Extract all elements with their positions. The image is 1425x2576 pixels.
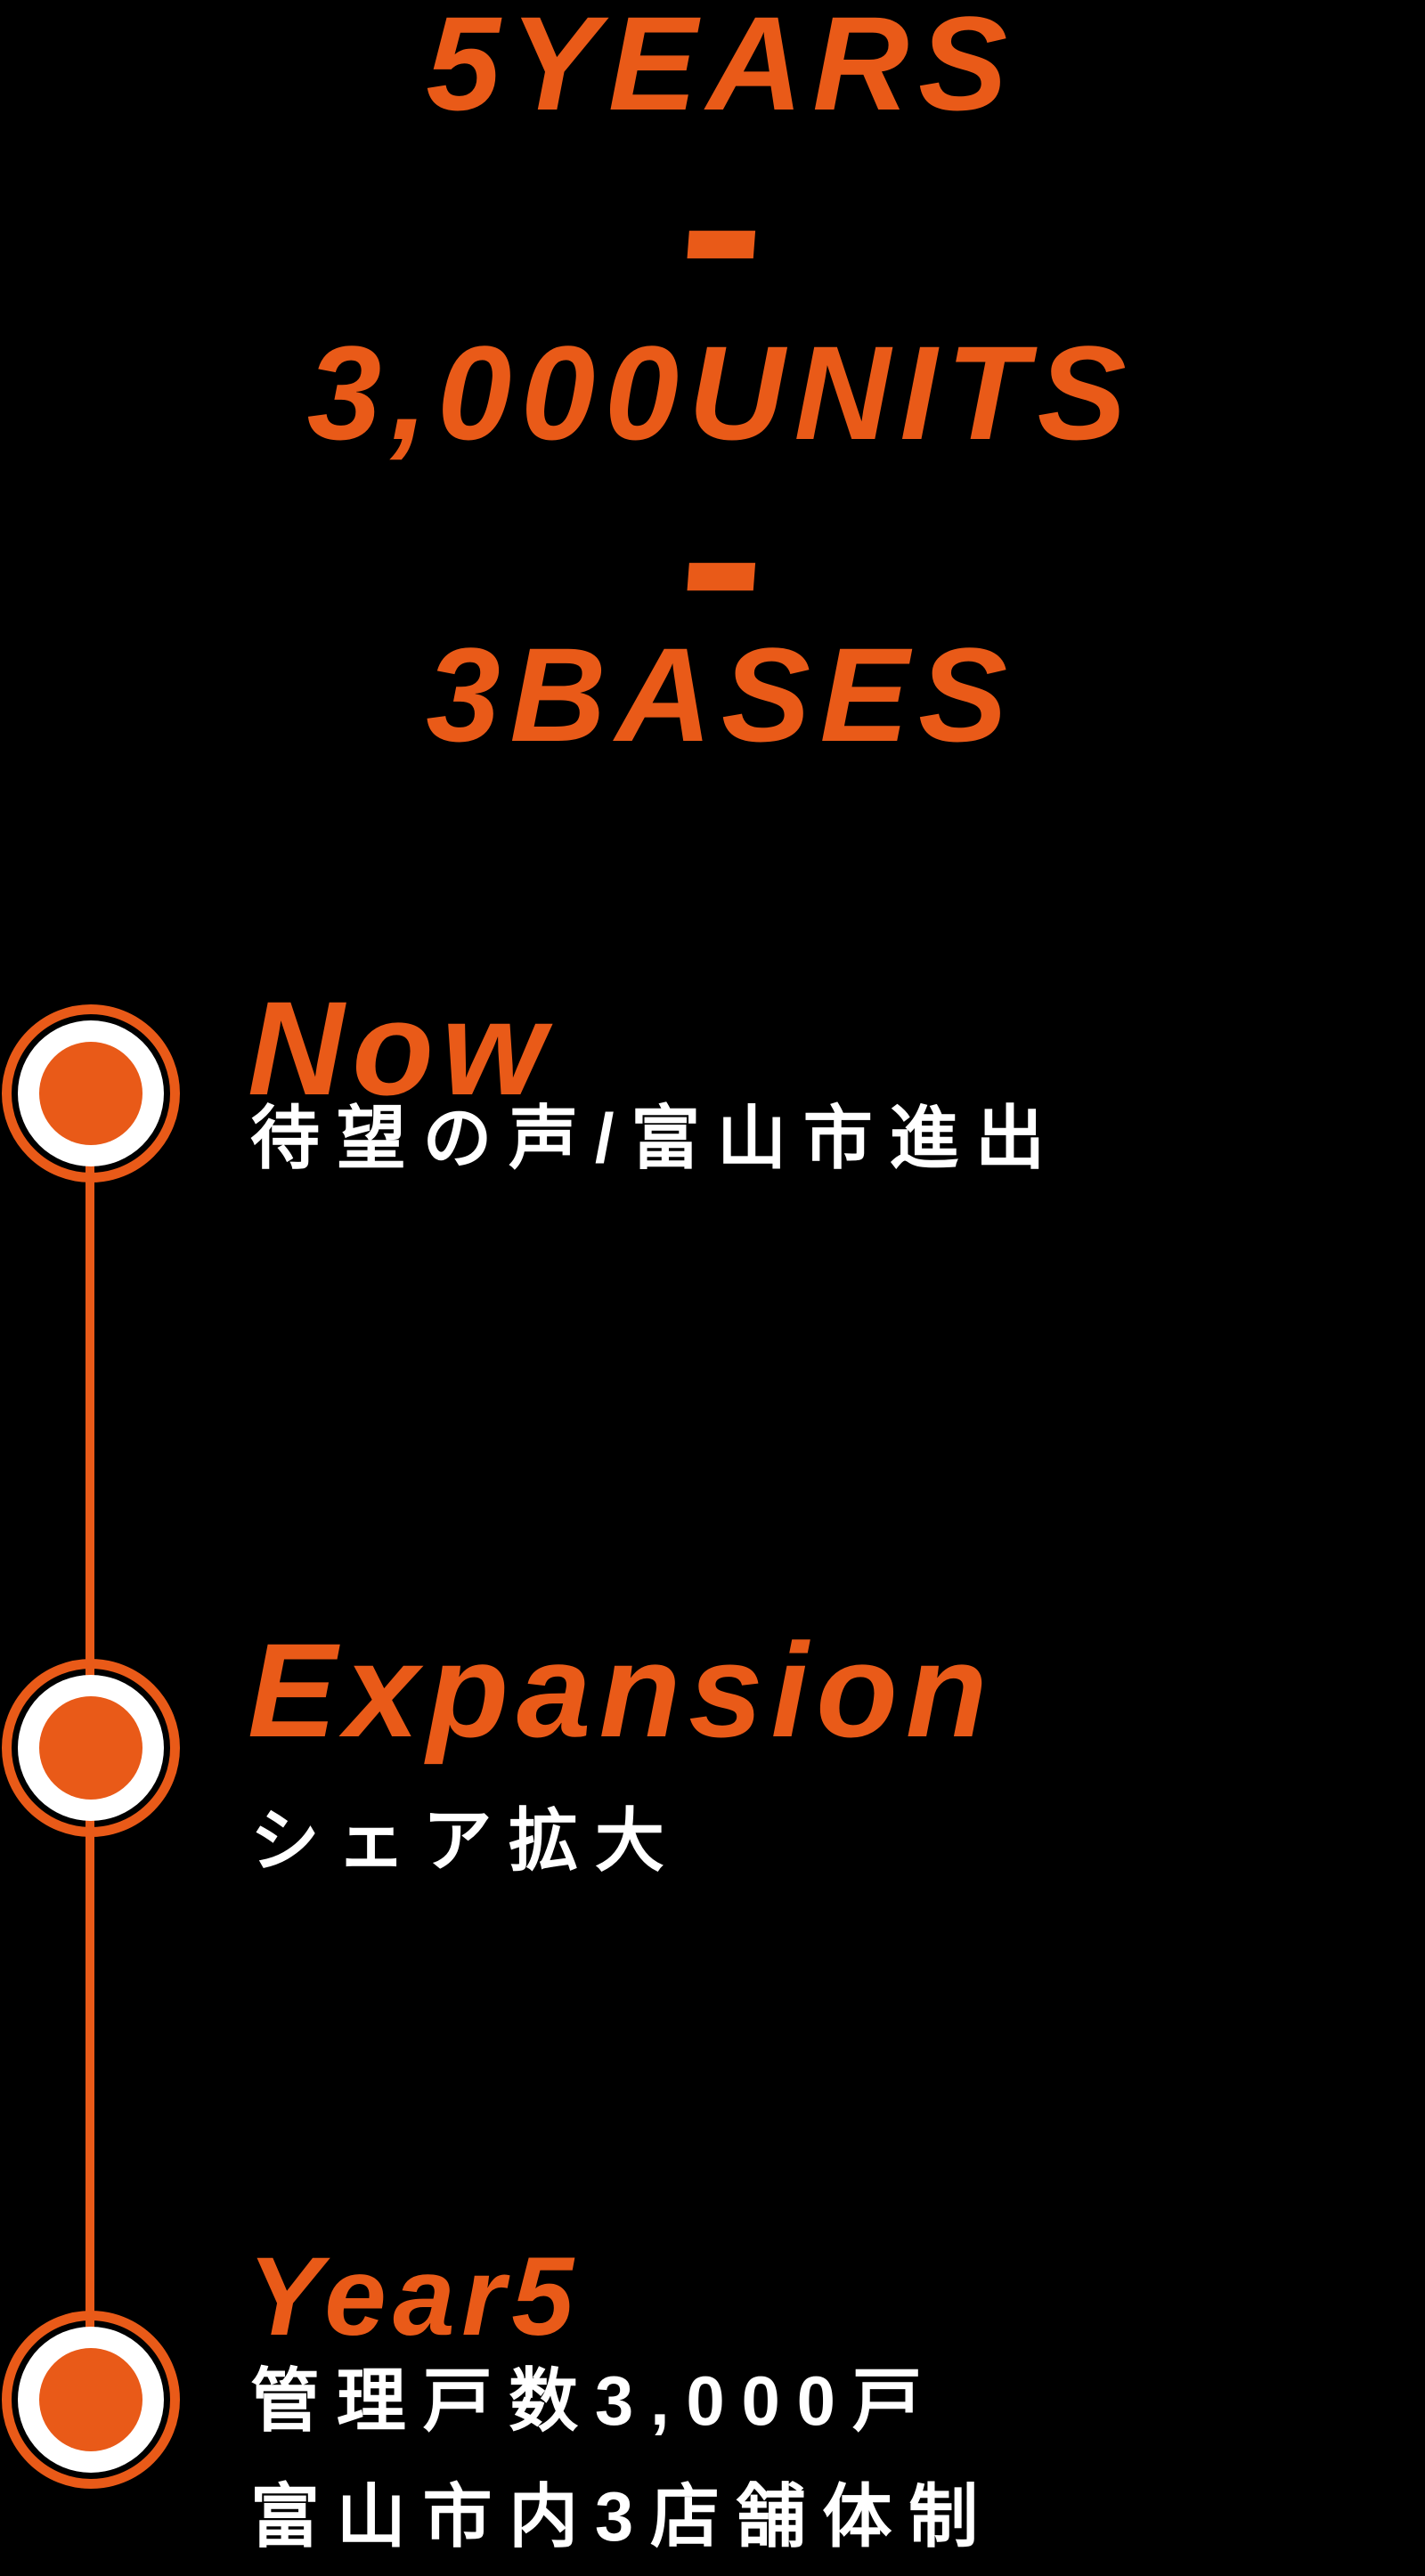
- title-line-bases: 3BASES: [426, 620, 1017, 769]
- milestone-heading-expansion: Expansion: [248, 1615, 996, 1765]
- title-dash-separator: –: [684, 65, 759, 380]
- milestone-description-year5-line1: 管理戸数3,000戸: [250, 2361, 939, 2440]
- timeline-marker-expansion: [2, 1659, 180, 1837]
- marker-white-ring: [18, 2327, 164, 2473]
- marker-core-dot: [39, 2348, 142, 2451]
- milestone-heading-year5: Year5: [248, 2235, 581, 2359]
- milestone-description-year5-line2: 富山市内3店舗体制: [250, 2477, 995, 2556]
- title-dash-separator: –: [684, 397, 759, 712]
- marker-core-dot: [39, 1696, 142, 1800]
- milestone-description-expansion: シェア拡大: [250, 1801, 681, 1880]
- title-line-units: 3,000UNITS: [306, 318, 1136, 467]
- timeline-marker-year5: [2, 2311, 180, 2489]
- milestone-description-now: 待望の声/富山市進出: [250, 1099, 1062, 1177]
- marker-white-ring: [18, 1020, 164, 1166]
- milestone-heading-now: Now: [248, 973, 554, 1123]
- marker-white-ring: [18, 1675, 164, 1821]
- marker-core-dot: [39, 1042, 142, 1145]
- title-line-years: 5YEARS: [426, 0, 1017, 138]
- timeline-marker-now: [2, 1004, 180, 1182]
